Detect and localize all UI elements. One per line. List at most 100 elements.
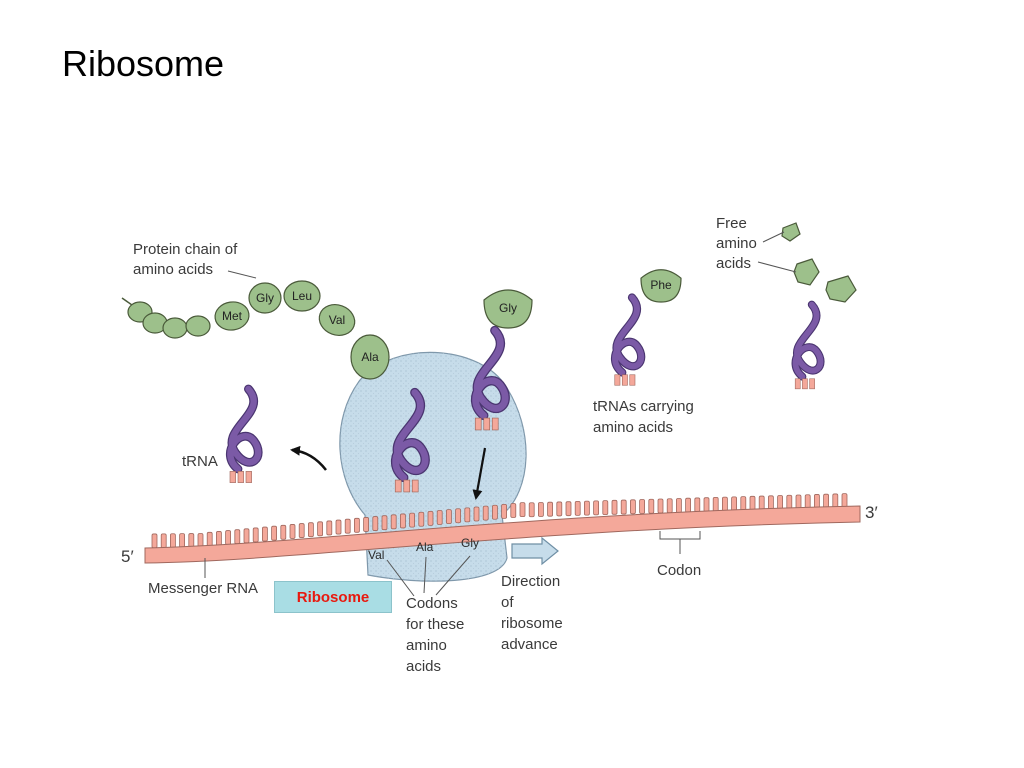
anticodon-base: [229, 471, 236, 483]
codon-bump: [703, 497, 710, 513]
amino-acid-val: Val: [318, 304, 356, 336]
anticodon-base: [809, 378, 815, 390]
codon-bump: [234, 529, 241, 545]
codon-bump: [565, 501, 572, 517]
codon-bump: [593, 500, 599, 516]
anticodon-base: [474, 417, 482, 431]
codon-bump: [602, 500, 609, 515]
codon-bump: [271, 525, 278, 541]
amino-acid-gly: Gly: [248, 282, 282, 314]
codon-bump: [510, 503, 517, 518]
amino-acid-ala: Ala: [350, 334, 390, 380]
codon-bump: [501, 503, 508, 519]
codon-bump: [556, 501, 563, 517]
amino-acid-gly-incoming: Gly: [483, 289, 533, 329]
trna-free: [791, 300, 825, 390]
codon-bump: [823, 493, 829, 509]
codon-bump: [344, 518, 351, 534]
amino-acid-shape: [248, 282, 282, 314]
codon-bracket: [659, 531, 701, 554]
trna-carrying-phe: [611, 293, 646, 386]
free-amino-leader-1: [762, 231, 785, 243]
amino-acid-shape: [283, 280, 321, 312]
codon-bump: [841, 493, 848, 509]
codon-bump: [611, 499, 618, 515]
amino-acid-label: Val: [329, 313, 345, 327]
label-trnas-carrying-1: tRNAs carrying: [593, 398, 694, 415]
codon-label-ala: Ala: [416, 540, 434, 554]
label-codons-for-4: acids: [406, 658, 441, 675]
codon-bump: [620, 499, 627, 515]
trna-stem-fill: [472, 327, 509, 419]
codon-bump: [418, 511, 425, 527]
codon-bump: [353, 517, 360, 533]
leader-lines: [204, 231, 797, 597]
label-direction-4: advance: [501, 636, 558, 653]
codon-leader-val: [386, 559, 415, 597]
codon-bump: [473, 506, 480, 522]
codon-bump: [722, 496, 728, 512]
trna-stem-fill: [792, 301, 824, 380]
label-free-3: acids: [716, 255, 751, 272]
trna-exit-arrow: [290, 445, 327, 471]
trna-entry-arrow: [472, 447, 487, 500]
label-protein-chain-2: amino acids: [133, 261, 213, 278]
codon-bump: [307, 522, 314, 538]
codon-bump: [666, 498, 673, 514]
codon-label-gly: Gly: [461, 536, 479, 550]
codon-bump: [639, 499, 645, 514]
anticodon-base: [403, 479, 411, 493]
label-codon: Codon: [657, 562, 701, 579]
codon-bump: [694, 497, 701, 513]
anticodon-base: [794, 378, 801, 390]
anticodon-base: [491, 417, 499, 431]
codon-bump: [804, 494, 811, 510]
label-trnas-carrying-2: amino acids: [593, 419, 673, 436]
label-three-prime: 3′: [865, 503, 878, 522]
label-direction-1: Direction: [501, 573, 560, 590]
codon-bump: [363, 517, 370, 532]
codon-bump: [215, 531, 222, 546]
text-labels: Protein chain of amino acids Free amino …: [121, 215, 878, 675]
codon-label-val: Val: [368, 548, 384, 562]
codon-bump: [289, 524, 296, 539]
trna-incoming: [470, 325, 510, 431]
trna-group: [225, 293, 825, 493]
arrows: [290, 445, 559, 566]
anticodon-base: [411, 479, 419, 493]
codon-bump: [390, 514, 397, 530]
codon-bump: [409, 512, 416, 528]
codon-bump: [712, 496, 719, 512]
trna-in-ribosome: [390, 387, 430, 493]
codon-bump: [261, 526, 268, 542]
protein-chain-leader: [227, 270, 257, 279]
direction-arrow: [511, 536, 559, 566]
anticodon-base: [802, 378, 808, 390]
anticodon-base: [621, 374, 628, 386]
amino-acid-shape: [318, 304, 356, 336]
codon-bump: [795, 494, 802, 510]
codon-bump: [455, 508, 462, 524]
page-title: Ribosome: [62, 43, 225, 84]
free-amino-acids: [781, 222, 857, 303]
codon-bump: [685, 497, 691, 513]
codon-bump: [252, 527, 259, 543]
codon-bump: [758, 495, 765, 511]
codon-bump: [832, 493, 839, 509]
amino-acid: [185, 315, 211, 337]
codon-bump: [225, 530, 232, 545]
codon-bump: [188, 533, 195, 548]
amino-acid-label: Gly: [256, 291, 274, 305]
codon-bump: [648, 498, 655, 514]
anticodon-base: [614, 374, 621, 386]
codon-bump: [326, 520, 333, 536]
amino-acid-shape: [214, 301, 250, 331]
label-direction-2: of: [501, 594, 514, 611]
amino-acid-shape: [483, 289, 533, 329]
codon-bump: [574, 500, 581, 516]
amino-acid-met: Met: [214, 301, 250, 331]
codon-bump: [731, 496, 737, 512]
free-amino-acid: [793, 258, 820, 286]
